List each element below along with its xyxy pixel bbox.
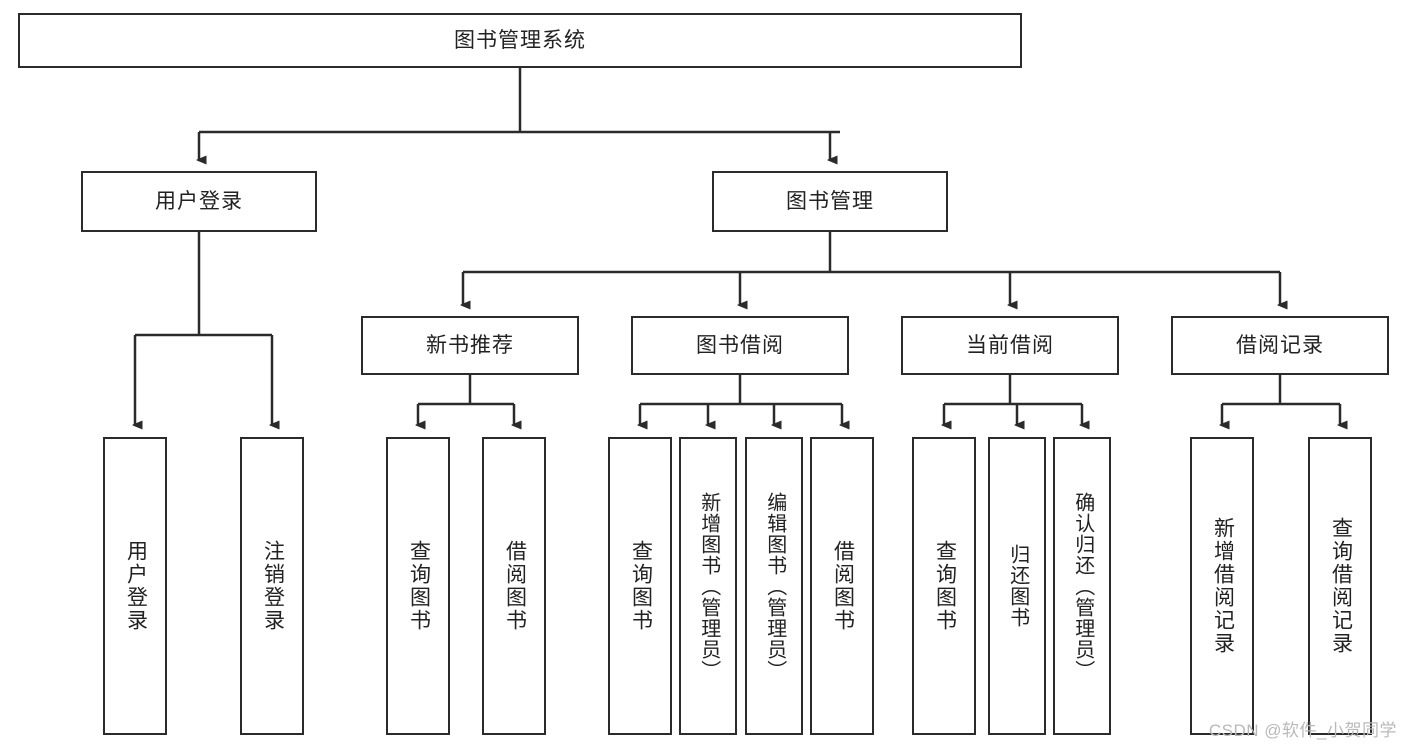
- node-borrow-record-label: 借阅记录: [1236, 333, 1324, 357]
- node-borrow-record[interactable]: 借阅记录: [1171, 316, 1389, 375]
- node-leaf-query-book-1-label: 查询图书: [407, 540, 431, 632]
- node-leaf-user-login[interactable]: 用户登录: [103, 437, 167, 735]
- node-leaf-borrow-book-1[interactable]: 借阅图书: [482, 437, 546, 735]
- node-leaf-logout-label: 注销登录: [261, 540, 285, 632]
- node-leaf-user-login-label: 用户登录: [124, 540, 148, 632]
- node-book-borrow-label: 图书借阅: [696, 333, 784, 357]
- node-book-manage[interactable]: 图书管理: [712, 171, 948, 232]
- node-book-borrow[interactable]: 图书借阅: [631, 316, 849, 375]
- node-current-borrow-label: 当前借阅: [966, 333, 1054, 357]
- node-current-borrow[interactable]: 当前借阅: [901, 316, 1119, 375]
- node-leaf-query-book-2[interactable]: 查询图书: [608, 437, 672, 735]
- node-leaf-add-record-label: 新增借阅记录: [1211, 517, 1235, 655]
- node-user-login[interactable]: 用户登录: [81, 171, 317, 232]
- node-leaf-borrow-book-2[interactable]: 借阅图书: [810, 437, 874, 735]
- node-leaf-borrow-book-2-label: 借阅图书: [831, 540, 855, 632]
- node-user-login-label: 用户登录: [155, 189, 243, 213]
- csdn-watermark: CSDN @软件_小贺同学: [1208, 721, 1397, 740]
- node-leaf-return-book-label: 归还图书: [1006, 544, 1029, 628]
- node-leaf-confirm-return-label: 确认归还（管理员）: [1071, 491, 1094, 681]
- node-leaf-borrow-book-1-label: 借阅图书: [503, 540, 527, 632]
- node-leaf-query-book-1[interactable]: 查询图书: [386, 437, 450, 735]
- node-leaf-query-book-3[interactable]: 查询图书: [912, 437, 976, 735]
- node-leaf-confirm-return[interactable]: 确认归还（管理员）: [1053, 437, 1111, 735]
- node-book-manage-label: 图书管理: [786, 189, 874, 213]
- node-leaf-query-book-2-label: 查询图书: [629, 540, 653, 632]
- node-leaf-query-record[interactable]: 查询借阅记录: [1308, 437, 1372, 735]
- node-root[interactable]: 图书管理系统: [18, 13, 1022, 68]
- node-leaf-query-record-label: 查询借阅记录: [1329, 517, 1353, 655]
- node-leaf-edit-book-label: 编辑图书（管理员）: [763, 491, 786, 681]
- node-leaf-add-book-label: 新增图书（管理员）: [697, 491, 720, 681]
- node-new-book-recommend[interactable]: 新书推荐: [361, 316, 579, 375]
- node-leaf-logout[interactable]: 注销登录: [240, 437, 304, 735]
- node-root-label: 图书管理系统: [454, 28, 586, 52]
- node-leaf-add-book[interactable]: 新增图书（管理员）: [679, 437, 737, 735]
- node-leaf-edit-book[interactable]: 编辑图书（管理员）: [745, 437, 803, 735]
- node-new-book-recommend-label: 新书推荐: [426, 333, 514, 357]
- node-leaf-add-record[interactable]: 新增借阅记录: [1190, 437, 1254, 735]
- node-leaf-query-book-3-label: 查询图书: [933, 540, 957, 632]
- node-leaf-return-book[interactable]: 归还图书: [988, 437, 1046, 735]
